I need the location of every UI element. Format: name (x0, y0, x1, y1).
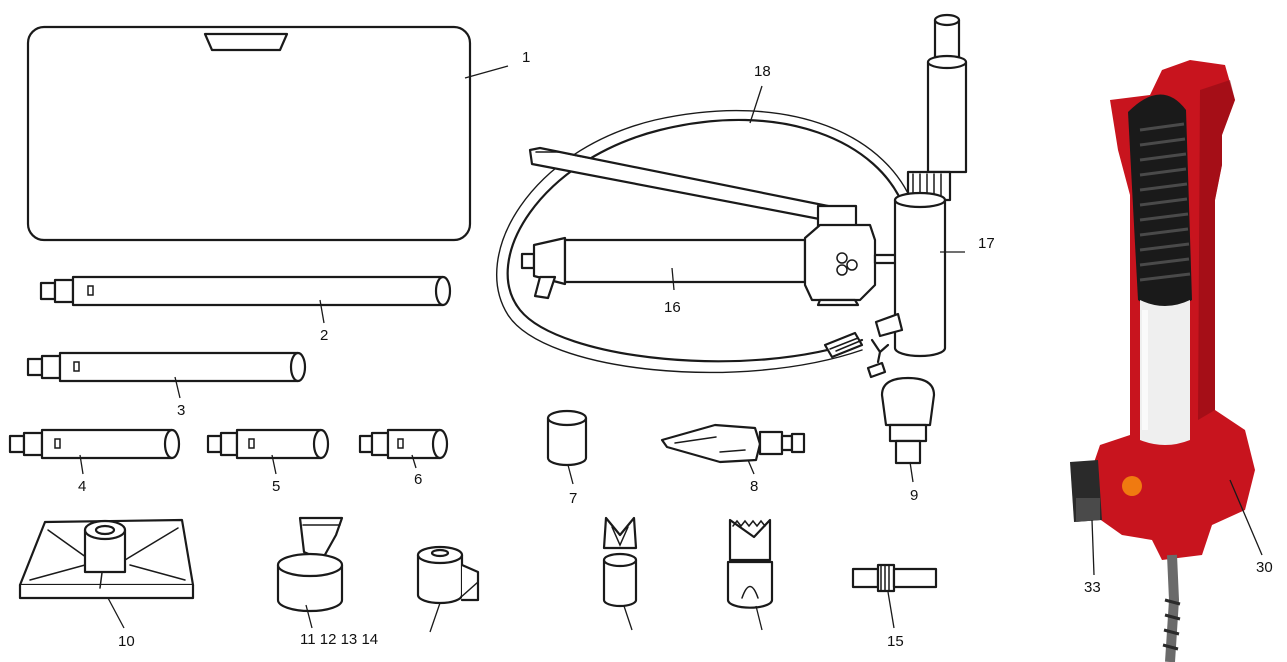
label-8: 8 (750, 478, 758, 495)
part-8-wedge-spreader (660, 423, 806, 475)
part-5-extension (206, 428, 330, 475)
part-7-flat-head (546, 409, 588, 485)
label-10: 10 (118, 633, 135, 650)
part-14-serrated-head (726, 518, 774, 631)
label-1: 1 (522, 49, 530, 66)
label-3: 3 (177, 402, 185, 419)
part-15-connector (851, 563, 938, 629)
part-11-cup-head (276, 516, 344, 629)
label-5: 5 (272, 478, 280, 495)
label-4: 4 (78, 478, 86, 495)
label-11-14: 11 12 13 14 (300, 631, 378, 648)
part-2-long-extension (39, 275, 452, 324)
label-17: 17 (978, 235, 995, 252)
part-6-short-extension (358, 428, 449, 469)
part-16-hand-pump (520, 146, 899, 307)
part-9-rubber-head (880, 376, 936, 483)
part-1-case (26, 25, 509, 242)
part-3-extension (26, 351, 307, 399)
part-4-extension (8, 428, 181, 475)
part-18-hose (496, 85, 916, 374)
label-18: 18 (754, 63, 771, 80)
label-15: 15 (887, 633, 904, 650)
part-17-ram-cylinder (866, 13, 968, 379)
part-13-v-head (602, 516, 638, 631)
part-10-base-plate (18, 518, 195, 629)
label-9: 9 (910, 487, 918, 504)
label-2: 2 (320, 327, 328, 344)
label-16: 16 (664, 299, 681, 316)
label-33: 33 (1084, 579, 1101, 596)
label-7: 7 (569, 490, 577, 507)
ram-photo (1070, 60, 1263, 662)
label-6: 6 (414, 471, 422, 488)
label-30: 30 (1256, 559, 1273, 576)
part-12-angle-head (416, 545, 480, 633)
